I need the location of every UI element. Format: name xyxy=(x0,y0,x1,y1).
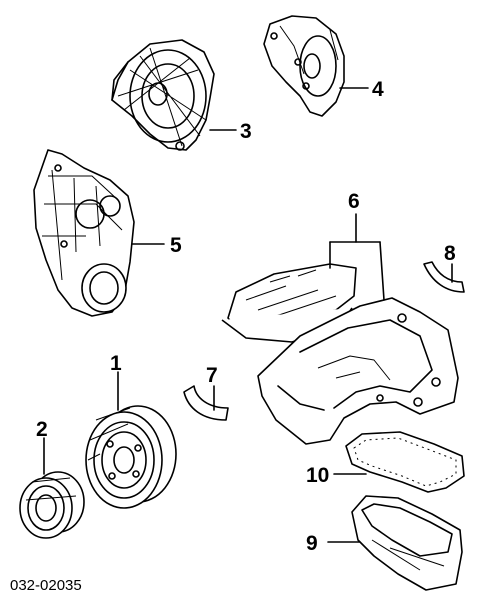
part-8-crescent-seal xyxy=(423,261,465,293)
callout-7: 7 xyxy=(206,364,218,387)
part-5-lower-timing-cover xyxy=(33,149,135,317)
figure-code: 032-02035 xyxy=(10,577,82,594)
part-10-oil-pan-gasket xyxy=(345,431,465,493)
callout-8: 8 xyxy=(444,242,456,265)
callout-5: 5 xyxy=(170,234,182,257)
part-4-rear-cover-plate xyxy=(263,15,345,117)
part-9-lower-oil-pan xyxy=(351,495,463,591)
part-1-crankshaft-pulley xyxy=(85,405,177,509)
part-6-oil-pan-upper xyxy=(221,263,459,445)
callout-9: 9 xyxy=(306,532,318,555)
callout-4: 4 xyxy=(372,78,384,101)
callout-6: 6 xyxy=(348,190,360,213)
callout-2: 2 xyxy=(36,418,48,441)
part-7-crescent-seal xyxy=(183,385,229,421)
part-3-upper-timing-cover xyxy=(111,39,215,151)
leader-6-right xyxy=(379,241,385,301)
callout-1: 1 xyxy=(110,352,122,375)
callout-10: 10 xyxy=(306,464,329,487)
part-2-crankshaft-gear xyxy=(19,471,85,539)
callout-3: 3 xyxy=(240,120,252,143)
